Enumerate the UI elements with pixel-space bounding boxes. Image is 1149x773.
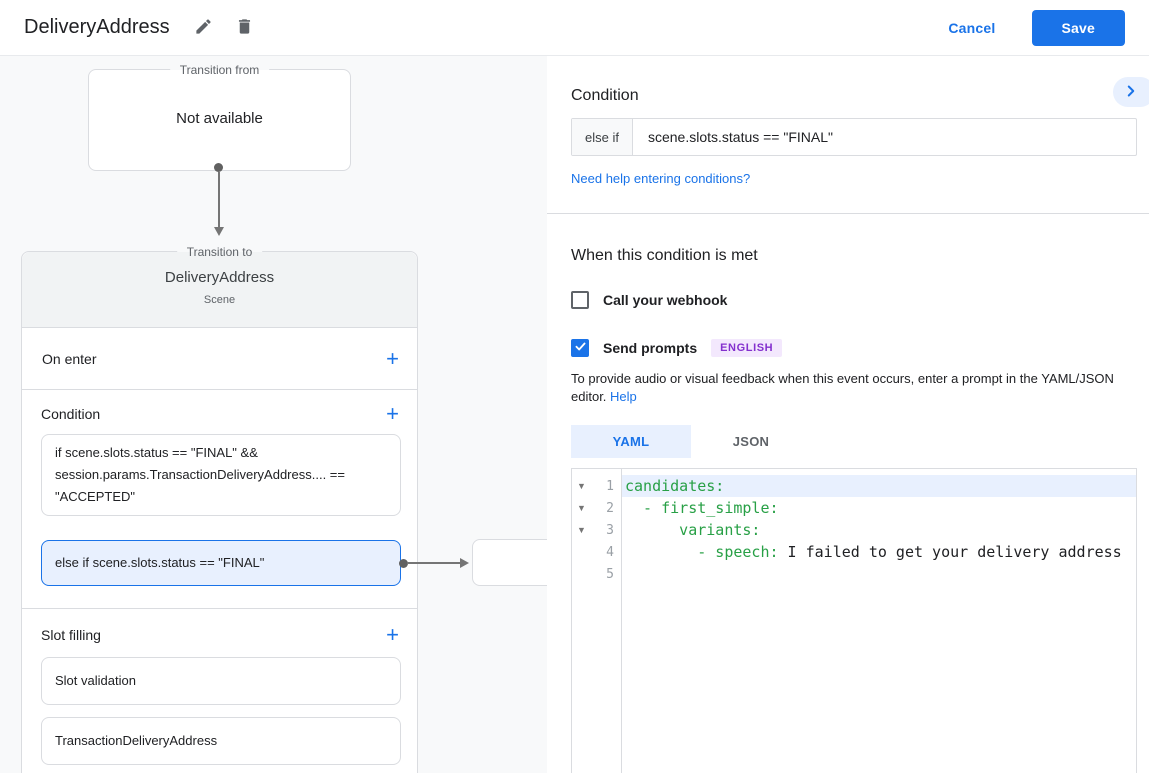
- transition-from-box: Transition from Not available: [88, 62, 351, 171]
- tab-yaml[interactable]: YAML: [571, 425, 691, 458]
- line-number: 4: [606, 544, 614, 560]
- yaml-key: - first_simple:: [625, 499, 779, 517]
- condition-section-label: Condition: [41, 406, 101, 422]
- transition-target-box[interactable]: [472, 539, 547, 586]
- fold-arrow-icon[interactable]: ▼: [577, 480, 586, 491]
- prompt-description: To provide audio or visual feedback when…: [571, 370, 1127, 405]
- yaml-key: - speech:: [625, 543, 779, 561]
- conditions-help-link[interactable]: Need help entering conditions?: [571, 171, 751, 186]
- chevron-right-icon: [1122, 82, 1140, 103]
- page-title: DeliveryAddress: [24, 16, 170, 38]
- collapse-panel-button[interactable]: [1113, 77, 1149, 107]
- code-area[interactable]: candidates: - first_simple: variants: - …: [622, 469, 1136, 773]
- editor-format-tabs: YAML JSON: [571, 425, 1137, 458]
- delete-scene-button[interactable]: [231, 13, 258, 43]
- transition-to-legend: Transition to: [176, 244, 263, 260]
- call-webhook-label: Call your webhook: [603, 292, 728, 308]
- add-on-enter-button[interactable]: +: [386, 345, 399, 371]
- scene-name: DeliveryAddress: [164, 269, 275, 286]
- app-bar: DeliveryAddress Cancel Save: [0, 0, 1149, 56]
- checkmark-icon: [574, 340, 587, 356]
- condition-item-selected[interactable]: else if scene.slots.status == "FINAL": [41, 540, 401, 586]
- condition-item[interactable]: if scene.slots.status == "FINAL" && sess…: [41, 434, 401, 516]
- line-number: 1: [606, 478, 614, 494]
- condition-expression-input[interactable]: [632, 119, 1136, 155]
- arrow-down-icon: [214, 227, 224, 236]
- scene-type-label: Scene: [203, 294, 236, 306]
- scene-diagram-canvas: Transition from Not available Transition…: [0, 56, 547, 773]
- transition-from-legend: Transition from: [169, 62, 270, 78]
- on-enter-label: On enter: [42, 350, 97, 367]
- transition-from-content: Not available: [176, 109, 263, 127]
- yaml-key: variants:: [625, 521, 761, 539]
- language-badge: ENGLISH: [711, 339, 783, 357]
- scene-card: Transition to DeliveryAddress Scene On e…: [21, 244, 418, 773]
- condition-editor-panel: Condition else if Need help entering con…: [547, 56, 1149, 773]
- code-line[interactable]: variants:: [622, 519, 1136, 541]
- connector-line: [407, 562, 461, 564]
- yaml-value: I failed to get your delivery address: [778, 543, 1122, 561]
- scene-card-header: DeliveryAddress Scene: [22, 252, 417, 328]
- trash-icon: [235, 17, 254, 39]
- code-line[interactable]: [622, 563, 1136, 585]
- on-enter-section: On enter +: [22, 328, 417, 390]
- code-line[interactable]: - speech: I failed to get your delivery …: [622, 541, 1136, 563]
- send-prompts-checkbox[interactable]: [571, 339, 589, 357]
- edit-scene-button[interactable]: [190, 13, 217, 43]
- code-line[interactable]: - first_simple:: [622, 497, 1136, 519]
- save-button[interactable]: Save: [1031, 9, 1125, 46]
- connector-dot: [399, 559, 408, 568]
- arrow-right-icon: [460, 558, 469, 568]
- add-condition-button[interactable]: +: [386, 401, 399, 426]
- slot-item[interactable]: Slot validation: [41, 657, 401, 705]
- code-line-highlighted[interactable]: candidates:: [622, 475, 1136, 497]
- send-prompts-label: Send prompts: [603, 340, 698, 356]
- condition-expression-field: else if: [571, 118, 1137, 156]
- slot-filling-label: Slot filling: [41, 627, 101, 643]
- line-number: 2: [606, 500, 614, 516]
- yaml-key: candidates:: [625, 477, 725, 495]
- pencil-icon: [194, 17, 213, 39]
- editor-gutter: ▼ 1 ▼ 2 ▼ 3 4 5: [572, 469, 622, 773]
- tab-json[interactable]: JSON: [691, 425, 811, 458]
- fold-arrow-icon[interactable]: ▼: [577, 524, 586, 535]
- fold-arrow-icon[interactable]: ▼: [577, 502, 586, 513]
- slot-item[interactable]: TransactionDeliveryAddress: [41, 717, 401, 765]
- line-number: 5: [606, 566, 614, 582]
- prompt-description-text: To provide audio or visual feedback when…: [571, 371, 1114, 404]
- condition-heading: Condition: [571, 87, 639, 104]
- slot-filling-section: Slot filling + Slot validation Transacti…: [22, 609, 417, 773]
- condition-prefix-label: else if: [572, 119, 633, 155]
- call-webhook-checkbox[interactable]: [571, 291, 589, 309]
- section-divider: [547, 213, 1149, 214]
- prompt-help-link[interactable]: Help: [610, 388, 637, 404]
- line-number: 3: [606, 522, 614, 538]
- add-slot-button[interactable]: +: [386, 622, 399, 647]
- connector-line: [218, 172, 220, 228]
- when-condition-met-heading: When this condition is met: [571, 247, 758, 264]
- condition-section: Condition + if scene.slots.status == "FI…: [22, 390, 417, 609]
- connector-dot: [214, 163, 223, 172]
- cancel-button[interactable]: Cancel: [948, 19, 996, 36]
- yaml-code-editor: ▼ 1 ▼ 2 ▼ 3 4 5: [571, 468, 1137, 773]
